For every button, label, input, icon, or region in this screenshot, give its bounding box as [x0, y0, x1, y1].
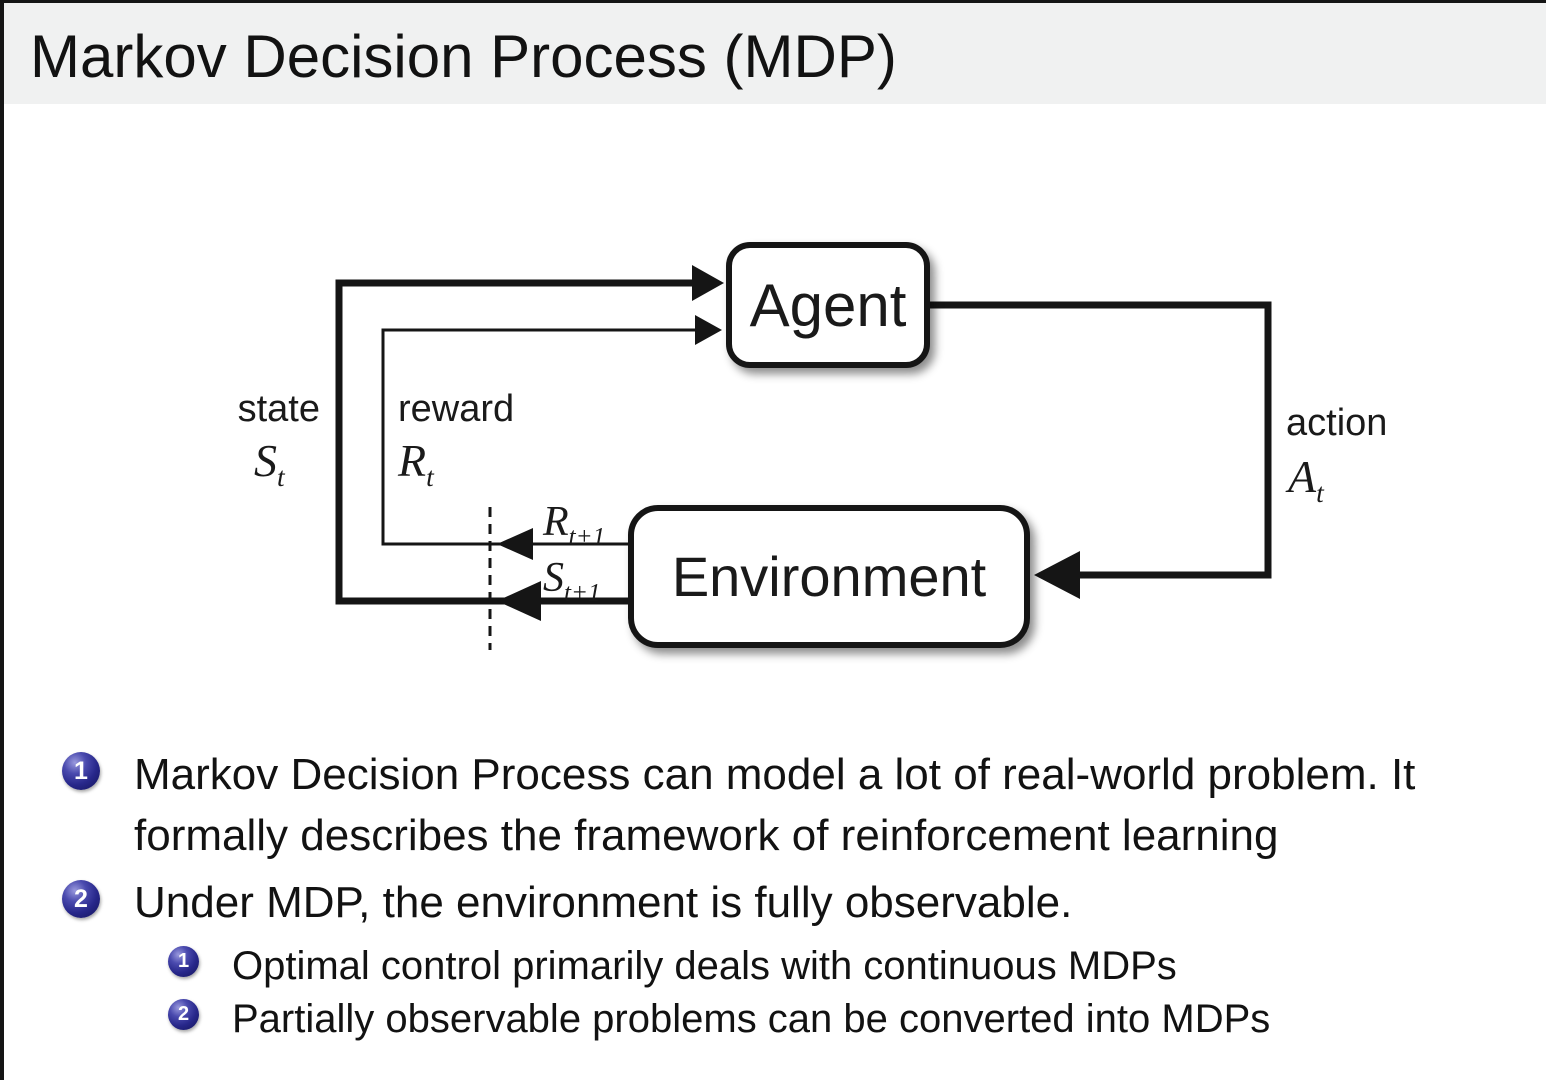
title-band: Markov Decision Process (MDP)	[0, 0, 1546, 104]
sub-bullet-2-number-badge: 2	[168, 999, 199, 1030]
reward-next-symbol: Rt+1	[543, 499, 606, 551]
slide-top-border	[0, 0, 1546, 3]
environment-node-label: Environment	[671, 545, 987, 608]
agent-node-label: Agent	[749, 271, 907, 339]
slide-left-border	[0, 0, 4, 1080]
bullet-2-number-badge: 2	[62, 880, 100, 918]
bullet-2-text: Under MDP, the environment is fully obse…	[134, 878, 1073, 927]
reward-symbol: Rt	[398, 435, 434, 493]
reward-next-arrowhead	[497, 528, 533, 560]
action-label: action	[1286, 402, 1388, 444]
sub-bullet-2-text: Partially observable problems can be con…	[232, 997, 1271, 1041]
agent-node: Agent	[726, 242, 930, 368]
state-into-agent-arrowhead	[692, 265, 724, 301]
state-next-symbol: St+1	[543, 555, 601, 607]
reward-into-agent-arrowhead	[695, 315, 722, 345]
state-next-arrowhead	[497, 581, 541, 621]
state-label: state	[237, 388, 320, 430]
reward-label: reward	[398, 388, 515, 430]
page-title: Markov Decision Process (MDP)	[30, 23, 897, 90]
sub-bullet-1-text: Optimal control primarily deals with con…	[232, 944, 1177, 988]
action-into-environment-arrowhead	[1034, 551, 1080, 599]
bullet-1-text: Markov Decision Process can model a lot …	[134, 750, 1416, 860]
action-symbol: At	[1288, 451, 1324, 509]
environment-node: Environment	[628, 505, 1030, 648]
state-symbol: St	[254, 435, 285, 493]
bullet-1-number-badge: 1	[62, 752, 100, 790]
sub-bullet-1-number-badge: 1	[168, 946, 199, 977]
